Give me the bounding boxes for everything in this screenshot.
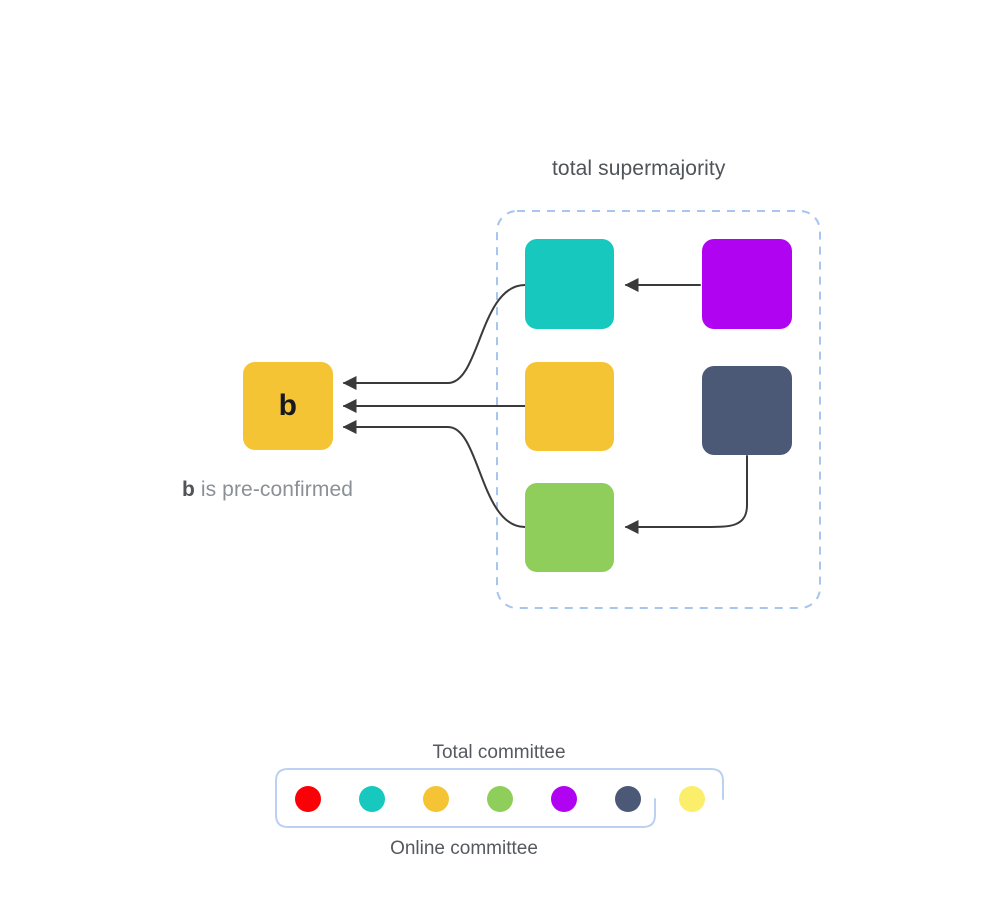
legend-bracket-online-committee [275,798,656,828]
legend-dot-slate[interactable] [615,786,641,812]
caption-b-preconfirmed: b is pre-confirmed [182,478,353,502]
legend-dot-pale-yellow[interactable] [679,786,705,812]
edge-slate-to-green [624,455,748,534]
group-title-total-supermajority: total supermajority [552,157,726,180]
block-green[interactable] [525,483,614,572]
block-yellow[interactable] [525,362,614,451]
block-slate[interactable] [702,366,792,455]
caption-rest: is pre-confirmed [194,478,354,501]
edge-teal-to-b [342,284,526,390]
block-b[interactable]: b [243,362,333,450]
legend-dot-red[interactable] [295,786,321,812]
legend-label-online-committee: Online committee [390,838,538,859]
legend-dot-teal[interactable] [359,786,385,812]
caption-bold-b: b [182,478,195,501]
block-purple[interactable] [702,239,792,329]
block-b-label: b [278,389,298,422]
block-teal[interactable] [525,239,614,329]
edge-green-to-b [342,420,526,528]
legend-dot-yellow[interactable] [423,786,449,812]
legend-dot-green[interactable] [487,786,513,812]
legend-label-total-committee: Total committee [432,742,566,763]
legend-dot-purple[interactable] [551,786,577,812]
